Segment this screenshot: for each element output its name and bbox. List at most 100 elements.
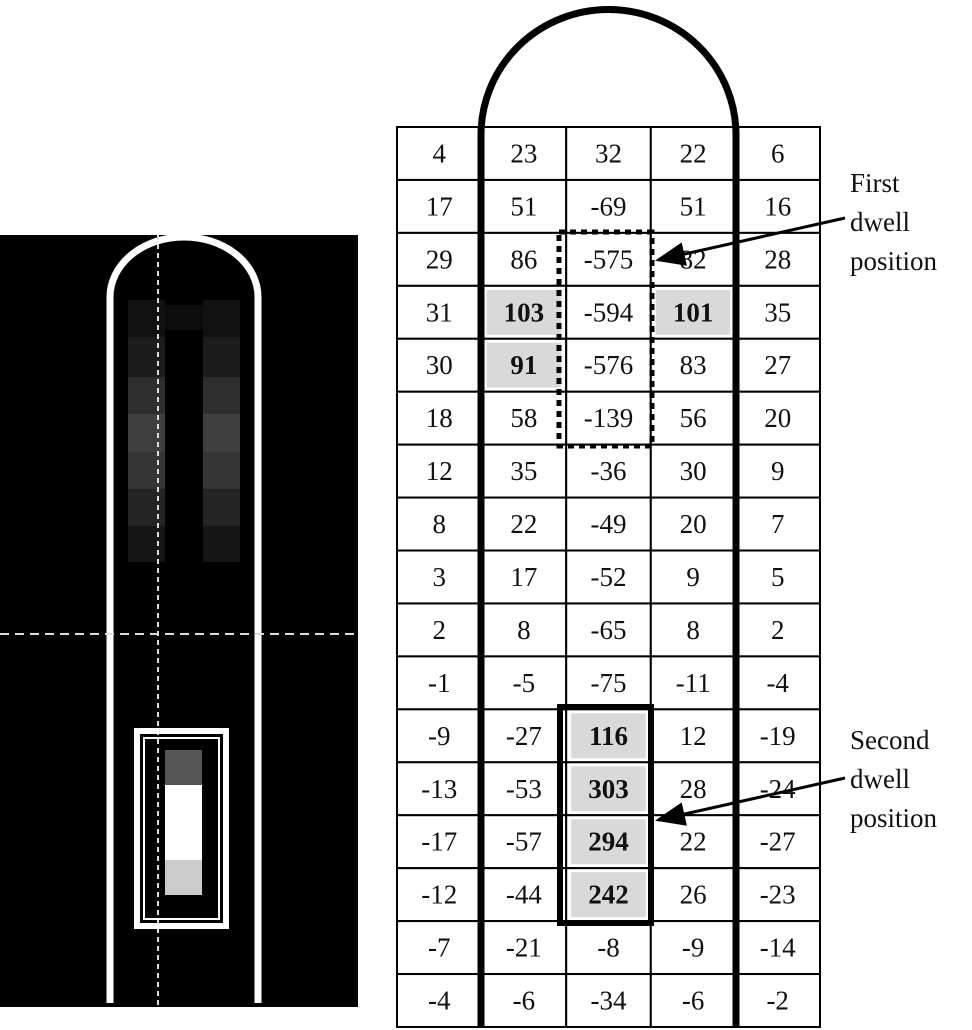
grid-cell [734, 814, 822, 870]
cell-value: 5 [771, 562, 785, 592]
cell-value: -19 [760, 721, 796, 751]
grid-cell [396, 761, 483, 817]
cell-value: -12 [421, 880, 457, 910]
label-line: First [850, 168, 900, 198]
cell-value: 30 [426, 350, 453, 380]
cell-value: -57 [506, 827, 542, 857]
cell-value: 31 [426, 297, 453, 327]
cell-value: -52 [591, 562, 627, 592]
grid-cell [734, 496, 822, 552]
cell-value: 91 [510, 350, 537, 380]
grid-cell [396, 178, 483, 234]
cell-value: -575 [584, 244, 634, 274]
grid-cell [649, 549, 737, 605]
cell-value: -594 [584, 297, 634, 327]
cell-value: 8 [517, 615, 531, 645]
grid-cell [734, 126, 822, 181]
highlight-shade [655, 289, 731, 335]
grid-cell [396, 655, 483, 711]
cell-value: -69 [591, 191, 627, 221]
cell-value: 8 [433, 509, 447, 539]
cell-value: -2 [766, 986, 789, 1016]
applicator-outline [106, 233, 262, 1003]
cell-value: 8 [686, 615, 700, 645]
grid-cell [396, 443, 483, 499]
label-line: position [850, 246, 938, 276]
cell-value: 9 [771, 456, 785, 486]
cell-value: 86 [510, 244, 537, 274]
cell-value: 32 [595, 138, 622, 168]
cell-value: 29 [426, 244, 453, 274]
grid-cell [396, 973, 483, 1028]
cell-value: -14 [760, 933, 796, 963]
cell-value: 27 [764, 350, 791, 380]
highlight-shade [571, 872, 646, 918]
cell-value: 23 [510, 138, 537, 168]
label-line: position [850, 803, 938, 833]
cell-value: -139 [584, 403, 634, 433]
cell-value: 18 [426, 403, 453, 433]
grid-cell [480, 549, 568, 605]
grid-cell [480, 443, 568, 499]
dose-glow-cells [128, 300, 240, 895]
grid-cell [649, 390, 737, 446]
cell-value: 116 [589, 721, 628, 751]
cell-value: -4 [766, 668, 789, 698]
inner-dwell-box [143, 737, 220, 920]
cell-value: 28 [680, 774, 707, 804]
cell-value: 20 [680, 509, 707, 539]
cell-value: 51 [510, 191, 537, 221]
second-dwell-box [557, 704, 654, 926]
cell-value: -75 [591, 668, 627, 698]
grid-cell [565, 973, 652, 1028]
cell-value: -6 [513, 986, 536, 1016]
grid-cell [734, 443, 822, 499]
cell-value: 103 [504, 297, 545, 327]
cell-value: -17 [421, 827, 457, 857]
cell-value: -53 [506, 774, 542, 804]
grid-cell [734, 390, 822, 446]
grid-cell [396, 337, 483, 393]
highlight-shade [486, 289, 562, 335]
cell-value: 17 [426, 191, 453, 221]
cell-value: 12 [426, 456, 453, 486]
grid-cell [565, 920, 652, 976]
second-dwell-label: Second dwell position [850, 721, 937, 838]
grid-cell [649, 178, 737, 234]
highlight-shade [486, 342, 562, 388]
cell-value: -27 [506, 721, 542, 751]
cell-value: -7 [428, 933, 451, 963]
second-dwell-arrow [655, 776, 846, 826]
highlight-shade [571, 766, 646, 812]
cell-value: -5 [513, 668, 536, 698]
cell-value: 9 [686, 562, 700, 592]
grid-cell [565, 549, 652, 605]
cell-value: 22 [680, 138, 707, 168]
applicator-outline-thick [477, 6, 740, 1027]
grid-cell [734, 761, 822, 817]
cell-value: 22 [680, 827, 707, 857]
grid-cell [480, 920, 568, 976]
cell-value: 303 [588, 774, 629, 804]
first-dwell-label: First dwell position [850, 164, 937, 281]
label-line: dwell [850, 207, 910, 237]
cell-value: 4 [433, 138, 447, 168]
cell-value: 28 [764, 244, 791, 274]
grid-cell [734, 284, 822, 340]
grid-cell [565, 126, 652, 181]
cell-value: -576 [584, 350, 634, 380]
grid-cell [734, 920, 822, 976]
grid-cell [565, 390, 652, 446]
cell-value: 56 [680, 403, 707, 433]
cell-value: -9 [682, 933, 705, 963]
cell-value: 7 [771, 509, 785, 539]
cell-value: 3 [433, 562, 447, 592]
cell-value: -27 [760, 827, 796, 857]
grid-cell [734, 708, 822, 764]
grid-cell [396, 814, 483, 870]
grid-cell [396, 284, 483, 340]
cell-value: 294 [588, 827, 629, 857]
grid-cell [649, 602, 737, 658]
label-line: Second [850, 725, 930, 755]
